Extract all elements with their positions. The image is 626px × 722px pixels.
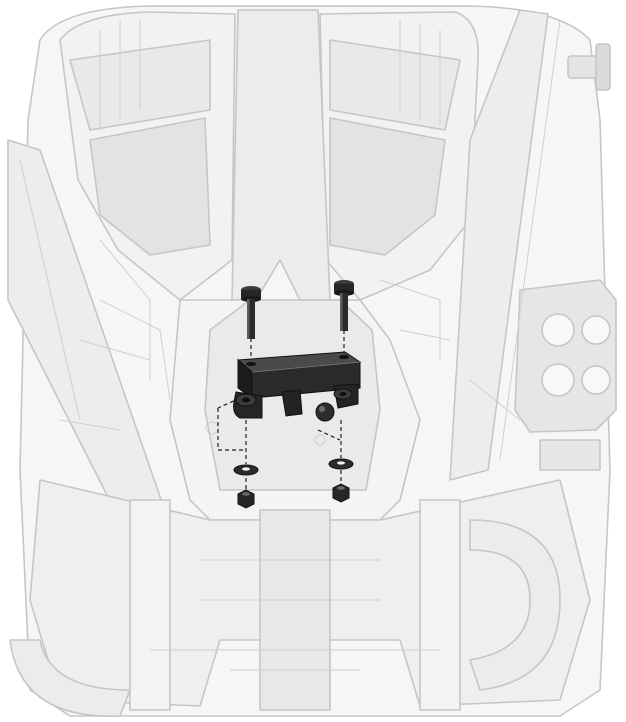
light-pod — [514, 279, 617, 433]
hex-bolt-icon — [241, 286, 261, 339]
assembly-leader-lines — [217, 330, 345, 492]
left-bumper-loop — [9, 639, 131, 717]
center-post — [259, 509, 331, 711]
hex-nut-icon — [332, 483, 350, 503]
right-frame-rail — [449, 9, 549, 481]
hex-bolt-icon — [334, 280, 354, 331]
washer-icon — [233, 464, 259, 476]
washer-icon — [328, 458, 354, 470]
right-bumper-loop — [469, 519, 561, 691]
left-grille — [89, 117, 211, 256]
center-spine — [231, 9, 331, 301]
right-grille — [329, 117, 446, 256]
vehicle-outline — [7, 5, 617, 717]
hex-nut-icon — [237, 489, 255, 509]
background-bolt — [567, 43, 611, 91]
left-post — [129, 499, 171, 711]
vehicle-detail-lines — [19, 19, 561, 671]
light-pod-lenses — [541, 313, 611, 397]
right-post — [419, 499, 461, 711]
bracket-icon — [233, 351, 362, 422]
